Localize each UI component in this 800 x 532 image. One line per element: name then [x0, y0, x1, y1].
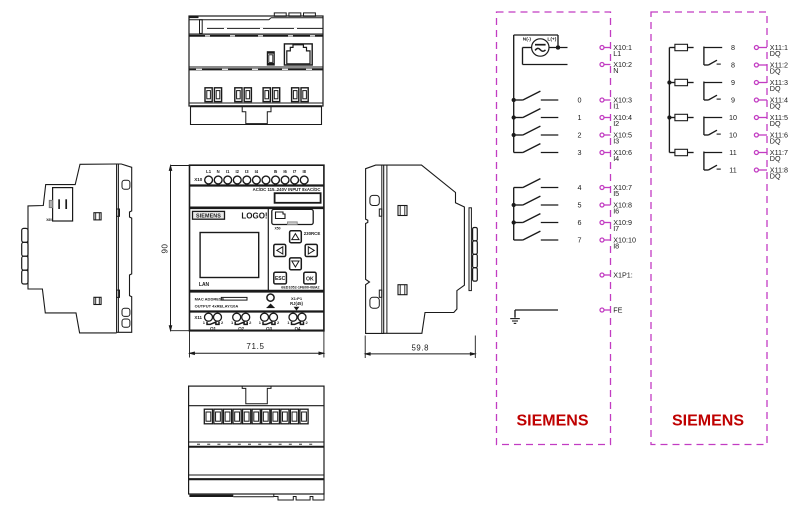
svg-text:X10:8: X10:8 — [613, 201, 632, 210]
svg-text:X10:4: X10:4 — [613, 113, 632, 122]
svg-text:1: 1 — [578, 113, 582, 122]
svg-text:L1: L1 — [613, 49, 621, 58]
svg-text:1: 1 — [259, 320, 262, 325]
svg-text:I1: I1 — [613, 102, 619, 111]
svg-text:DQ: DQ — [770, 119, 781, 128]
svg-text:X11:2: X11:2 — [770, 61, 788, 70]
svg-text:8: 8 — [731, 43, 735, 52]
svg-text:SIEMENS: SIEMENS — [196, 214, 221, 220]
svg-text:X10:3: X10:3 — [613, 96, 632, 105]
svg-text:X1P1:: X1P1: — [613, 271, 633, 280]
svg-text:N: N — [217, 169, 220, 174]
svg-text:X11:1: X11:1 — [770, 43, 788, 52]
svg-text:SIEMENS: SIEMENS — [516, 413, 588, 430]
svg-text:ESC: ESC — [275, 276, 286, 282]
svg-text:DQ: DQ — [770, 49, 781, 58]
svg-text:11: 11 — [729, 148, 736, 157]
svg-text:I5: I5 — [274, 169, 278, 174]
svg-text:I4: I4 — [613, 154, 619, 163]
svg-text:X11:5: X11:5 — [770, 113, 788, 122]
svg-text:9: 9 — [731, 78, 735, 87]
svg-text:DQ: DQ — [770, 102, 781, 111]
svg-text:I7: I7 — [613, 224, 619, 233]
svg-text:I7: I7 — [293, 169, 297, 174]
svg-text:2: 2 — [277, 320, 280, 325]
svg-text:I3: I3 — [613, 137, 619, 146]
svg-text:I4: I4 — [255, 169, 259, 174]
svg-text:OUTPUT 4xRELAY/10A: OUTPUT 4xRELAY/10A — [195, 303, 239, 308]
svg-text:AC/DC 115..240V INPUT 8xAC/DC: AC/DC 115..240V INPUT 8xAC/DC — [253, 187, 321, 192]
svg-text:X11:3: X11:3 — [770, 78, 788, 87]
svg-text:2: 2 — [578, 131, 582, 140]
svg-text:Q4: Q4 — [295, 326, 301, 331]
svg-text:230RCE: 230RCE — [304, 231, 321, 236]
svg-text:71.5: 71.5 — [246, 342, 264, 351]
svg-text:10: 10 — [729, 113, 737, 122]
svg-text:DQ: DQ — [770, 84, 781, 93]
svg-text:L1: L1 — [206, 169, 212, 174]
svg-text:X10: X10 — [194, 177, 203, 182]
svg-text:I5: I5 — [613, 189, 619, 198]
svg-text:OK: OK — [306, 276, 314, 282]
svg-text:I6: I6 — [613, 207, 619, 216]
svg-text:Q1: Q1 — [210, 326, 216, 331]
svg-text:SIEMENS: SIEMENS — [672, 413, 744, 430]
svg-text:LAN: LAN — [199, 282, 210, 288]
svg-text:X11:7: X11:7 — [770, 148, 788, 157]
svg-text:59.8: 59.8 — [412, 343, 430, 352]
svg-text:MAC ADDRESS: MAC ADDRESS — [195, 296, 225, 301]
svg-text:X11: X11 — [194, 315, 202, 320]
svg-text:6ED1052-1FB00-0BA2: 6ED1052-1FB00-0BA2 — [281, 286, 319, 290]
svg-text:2: 2 — [221, 320, 224, 325]
svg-text:9: 9 — [731, 96, 735, 105]
svg-text:I2: I2 — [236, 169, 240, 174]
svg-text:LOGO!: LOGO! — [241, 212, 267, 221]
svg-text:I6: I6 — [283, 169, 287, 174]
svg-text:Q3: Q3 — [266, 326, 272, 331]
svg-text:10: 10 — [729, 131, 737, 140]
svg-text:X50: X50 — [275, 226, 281, 230]
svg-text:0: 0 — [578, 96, 582, 105]
svg-text:1: 1 — [203, 320, 206, 325]
svg-text:90: 90 — [160, 244, 169, 254]
svg-text:X10:6: X10:6 — [613, 148, 632, 157]
svg-text:2: 2 — [249, 320, 252, 325]
svg-text:RJ(45): RJ(45) — [290, 301, 303, 306]
svg-text:DQ: DQ — [770, 172, 781, 181]
svg-text:I3: I3 — [245, 169, 249, 174]
svg-text:I8: I8 — [302, 169, 306, 174]
svg-text:6: 6 — [578, 218, 582, 227]
svg-text:1: 1 — [287, 320, 290, 325]
svg-text:X10:9: X10:9 — [613, 218, 632, 227]
svg-text:L(+): L(+) — [547, 36, 556, 42]
svg-text:4: 4 — [578, 183, 582, 192]
svg-text:I1: I1 — [226, 169, 230, 174]
svg-text:DQ: DQ — [770, 154, 781, 163]
svg-text:X11:6: X11:6 — [770, 131, 788, 140]
svg-text:3: 3 — [578, 148, 582, 157]
svg-text:11: 11 — [729, 166, 736, 175]
svg-text:X11:4: X11:4 — [770, 96, 788, 105]
svg-text:FE: FE — [613, 306, 622, 315]
svg-text:8: 8 — [731, 61, 735, 70]
svg-text:X11:8: X11:8 — [770, 166, 788, 175]
svg-text:5: 5 — [578, 201, 582, 210]
svg-text:Q2: Q2 — [238, 326, 244, 331]
svg-text:DQ: DQ — [770, 67, 781, 76]
svg-text:X10:1: X10:1 — [613, 43, 632, 52]
svg-text:X80: X80 — [46, 218, 52, 222]
svg-text:X10:5: X10:5 — [613, 131, 632, 140]
svg-text:X10:7: X10:7 — [613, 183, 632, 192]
svg-text:I2: I2 — [613, 119, 619, 128]
svg-text:N(-): N(-) — [523, 36, 532, 42]
svg-text:I8: I8 — [613, 242, 619, 251]
svg-text:DQ: DQ — [770, 137, 781, 146]
svg-text:7: 7 — [578, 236, 582, 245]
svg-text:N: N — [613, 66, 618, 75]
svg-text:X1:P1: X1:P1 — [291, 296, 303, 301]
svg-text:1: 1 — [231, 320, 234, 325]
svg-text:2: 2 — [305, 320, 308, 325]
svg-text:X10:10: X10:10 — [613, 236, 636, 245]
svg-text:X10:2: X10:2 — [613, 60, 632, 69]
